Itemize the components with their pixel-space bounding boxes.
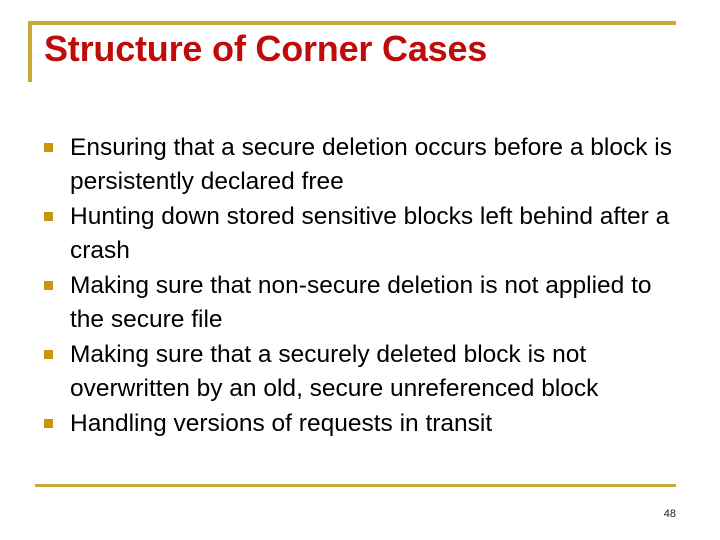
square-bullet-icon — [44, 143, 53, 152]
list-item-label: Ensuring that a secure deletion occurs b… — [70, 134, 672, 195]
list-item: Hunting down stored sensitive blocks lef… — [38, 200, 688, 268]
list-item: Making sure that non-secure deletion is … — [38, 269, 688, 337]
list-item-label: Hunting down stored sensitive blocks lef… — [70, 203, 670, 264]
square-bullet-icon — [44, 281, 53, 290]
title-accent-top-line — [28, 21, 676, 25]
square-bullet-icon — [44, 350, 53, 359]
list-item: Handling versions of requests in transit — [38, 407, 688, 441]
list-item: Making sure that a securely deleted bloc… — [38, 338, 688, 406]
square-bullet-icon — [44, 212, 53, 221]
bullet-list: Ensuring that a secure deletion occurs b… — [38, 131, 688, 442]
footer-divider — [35, 484, 676, 487]
list-item: Ensuring that a secure deletion occurs b… — [38, 131, 688, 199]
list-item-label: Making sure that a securely deleted bloc… — [70, 341, 599, 402]
list-item-label: Making sure that non-secure deletion is … — [70, 272, 652, 333]
square-bullet-icon — [44, 419, 53, 428]
title-frame: Structure of Corner Cases — [28, 21, 676, 83]
page-title: Structure of Corner Cases — [44, 28, 488, 69]
title-accent-left-line — [28, 21, 32, 82]
page-number: 48 — [663, 508, 676, 520]
list-item-label: Handling versions of requests in transit — [70, 410, 493, 437]
